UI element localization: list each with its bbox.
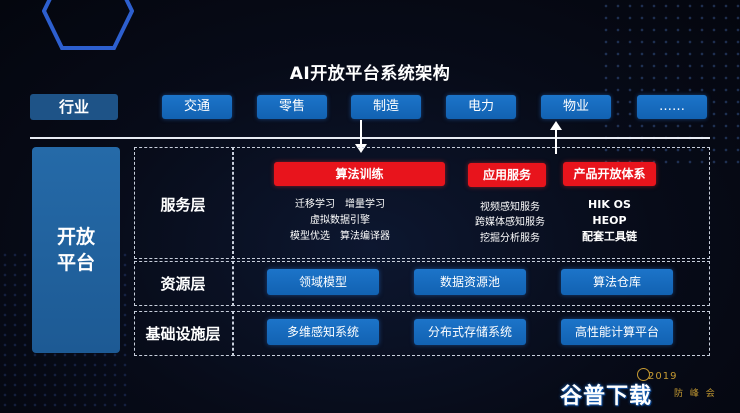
dot-pattern-decoration xyxy=(600,0,740,170)
resource-domain-model: 领域模型 xyxy=(267,269,379,295)
infra-layer-label: 基础设施层 xyxy=(145,325,221,343)
resource-layer-content-box xyxy=(232,261,710,306)
algo-training-line-2: 虚拟数据引擎 xyxy=(310,215,370,226)
infra-layer-content-box xyxy=(232,311,710,356)
infra-layer-label-box xyxy=(134,311,234,356)
infra-multidim-sensing: 多维感知系统 xyxy=(267,319,379,345)
divider-line xyxy=(30,137,710,139)
product-open-line-2: HEOP xyxy=(592,214,627,227)
watermark-sub: 防 峰 会 xyxy=(674,389,717,399)
industry-item-property: 物业 xyxy=(541,95,611,119)
open-platform-label: 开放 平台 xyxy=(32,147,120,353)
infra-distributed-storage: 分布式存储系统 xyxy=(414,319,526,345)
algo-training-header: 算法训练 xyxy=(274,162,445,186)
algo-training-line-3: 模型优选 算法编译器 xyxy=(290,231,390,242)
watermark-year: 2019 xyxy=(648,371,678,382)
arrow-down-icon xyxy=(355,120,367,153)
infra-hpc-platform: 高性能计算平台 xyxy=(561,319,673,345)
industry-item-more: …… xyxy=(637,95,707,119)
app-service-line-1: 视频感知服务 xyxy=(480,202,540,213)
app-service-line-3: 挖掘分析服务 xyxy=(480,233,540,244)
watermark-circle-icon xyxy=(637,368,650,381)
hexagon-decoration xyxy=(42,0,134,50)
resource-algo-repo: 算法仓库 xyxy=(561,269,673,295)
algo-training-line-1: 迁移学习 增量学习 xyxy=(295,199,385,210)
page-title: AI开放平台系统架构 xyxy=(289,64,451,84)
open-platform-line-1: 开放 xyxy=(56,226,95,248)
resource-data-pool: 数据资源池 xyxy=(414,269,526,295)
product-open-line-1: HIK OS xyxy=(588,198,631,211)
arrow-up-icon xyxy=(550,121,562,154)
industry-item-power: 电力 xyxy=(446,95,516,119)
service-layer-label: 服务层 xyxy=(160,196,206,214)
industry-item-manufacturing: 制造 xyxy=(351,95,421,119)
resource-layer-label-box xyxy=(134,261,234,306)
industry-item-transport: 交通 xyxy=(162,95,232,119)
open-platform-line-2: 平台 xyxy=(56,252,95,274)
watermark-logo: 谷普下载 xyxy=(560,384,653,409)
app-service-header: 应用服务 xyxy=(468,163,546,187)
industry-item-retail: 零售 xyxy=(257,95,327,119)
industry-label: 行业 xyxy=(30,94,118,120)
service-layer-label-box xyxy=(134,147,234,259)
service-layer-content-box xyxy=(232,147,710,259)
app-service-line-2: 跨媒体感知服务 xyxy=(475,217,545,228)
product-open-header: 产品开放体系 xyxy=(563,162,656,186)
product-open-line-3: 配套工具链 xyxy=(582,230,637,243)
resource-layer-label: 资源层 xyxy=(160,275,206,293)
